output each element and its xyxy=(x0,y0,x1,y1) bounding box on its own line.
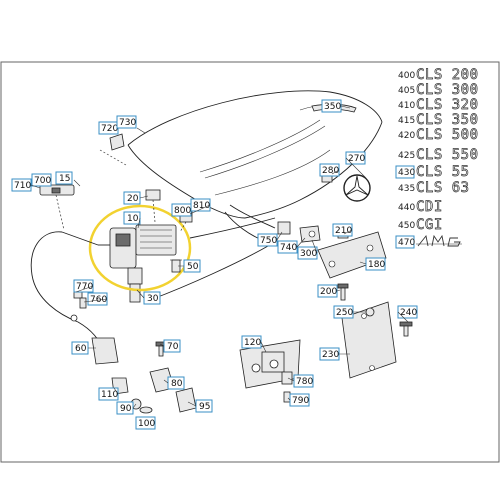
pad-part-95 xyxy=(175,387,197,413)
callout-80: 80 xyxy=(171,379,183,389)
callout-95: 95 xyxy=(199,402,210,412)
highlight-circle xyxy=(88,204,192,292)
model-code-400: 400 xyxy=(398,71,415,81)
box-code-430 xyxy=(395,165,415,179)
model-code-430: 430 xyxy=(398,168,415,178)
model-code-405: 405 xyxy=(398,86,415,96)
callout-750: 750 xyxy=(260,236,277,246)
model-name-430: CLS 55 xyxy=(416,164,470,180)
handle-bracket-part xyxy=(39,184,75,231)
callout-350: 350 xyxy=(324,102,341,112)
screw-part-250 xyxy=(365,307,375,317)
trunk-latch-assembly xyxy=(88,204,192,303)
callout-10: 10 xyxy=(127,214,139,224)
hinge-assembly xyxy=(239,339,301,403)
model-code-450: 450 xyxy=(398,221,415,231)
model-code-420: 420 xyxy=(398,131,415,141)
release-cable xyxy=(30,231,105,353)
model-code-440: 440 xyxy=(398,203,415,213)
part-760-shape xyxy=(79,297,87,309)
model-code-425: 425 xyxy=(398,151,415,161)
callout-720: 720 xyxy=(101,124,118,134)
model-name-420: CLS 500 xyxy=(416,127,479,143)
callout-200: 200 xyxy=(320,287,337,297)
model-name-415: CLS 350 xyxy=(416,112,479,128)
model-code-415: 415 xyxy=(398,116,415,126)
callout-780: 780 xyxy=(296,377,313,387)
bolt-part-200 xyxy=(337,283,349,301)
model-code-410: 410 xyxy=(398,101,415,111)
callout-90: 90 xyxy=(120,404,132,414)
callout-100: 100 xyxy=(138,419,155,429)
license-plate-bracket xyxy=(341,301,397,379)
clip-part-720 xyxy=(99,133,127,166)
model-code-435: 435 xyxy=(398,184,415,194)
callout-210: 210 xyxy=(335,226,352,236)
model-name-400: CLS 200 xyxy=(416,67,479,83)
callout-790: 790 xyxy=(292,396,309,406)
handle-parts-right xyxy=(277,221,321,243)
callout-250: 250 xyxy=(336,308,353,318)
callout-20: 20 xyxy=(127,194,139,204)
callout-300: 300 xyxy=(300,249,317,259)
mercedes-star-icon xyxy=(343,174,371,202)
callout-180: 180 xyxy=(368,260,385,270)
license-lamp-bar xyxy=(317,229,387,279)
amg-logo-icon xyxy=(416,234,462,247)
model-name-405: CLS 300 xyxy=(416,82,479,98)
screw-part-240 xyxy=(399,321,413,337)
clip-part-20 xyxy=(145,189,161,223)
callout-230: 230 xyxy=(322,350,339,360)
callout-280: 280 xyxy=(322,166,339,176)
callout-60: 60 xyxy=(75,344,87,354)
callout-700: 700 xyxy=(34,176,51,186)
callout-810: 810 xyxy=(193,201,210,211)
model-name-410: CLS 320 xyxy=(416,97,479,113)
callout-15: 15 xyxy=(59,174,70,184)
model-name-425: CLS 550 xyxy=(416,147,479,163)
model-name-435: CLS 63 xyxy=(416,180,470,196)
model-list: 400 CLS 200 405 CLS 300 410 CLS 320 415 … xyxy=(395,67,479,249)
callout-270: 270 xyxy=(348,154,365,164)
callout-70: 70 xyxy=(167,342,179,352)
diagram-frame xyxy=(0,61,500,463)
callout-770: 770 xyxy=(76,282,93,292)
model-code-470: 470 xyxy=(398,238,415,248)
model-name-450: CGI xyxy=(416,217,443,233)
callout-730: 730 xyxy=(119,118,136,128)
callout-240: 240 xyxy=(400,308,417,318)
callout-30: 30 xyxy=(147,294,159,304)
callout-710: 710 xyxy=(14,181,31,191)
leader-lines xyxy=(30,105,409,409)
callout-120: 120 xyxy=(244,338,261,348)
model-name-470: AMG xyxy=(448,232,451,235)
callout-740: 740 xyxy=(280,243,297,253)
box-code-470 xyxy=(395,235,415,249)
trunk-lid xyxy=(127,90,383,241)
model-name-440: CDI xyxy=(416,199,443,215)
callout-110: 110 xyxy=(101,390,118,400)
cable-bracket xyxy=(91,337,119,365)
callout-800: 800 xyxy=(174,206,191,216)
callout-50: 50 xyxy=(187,262,199,272)
